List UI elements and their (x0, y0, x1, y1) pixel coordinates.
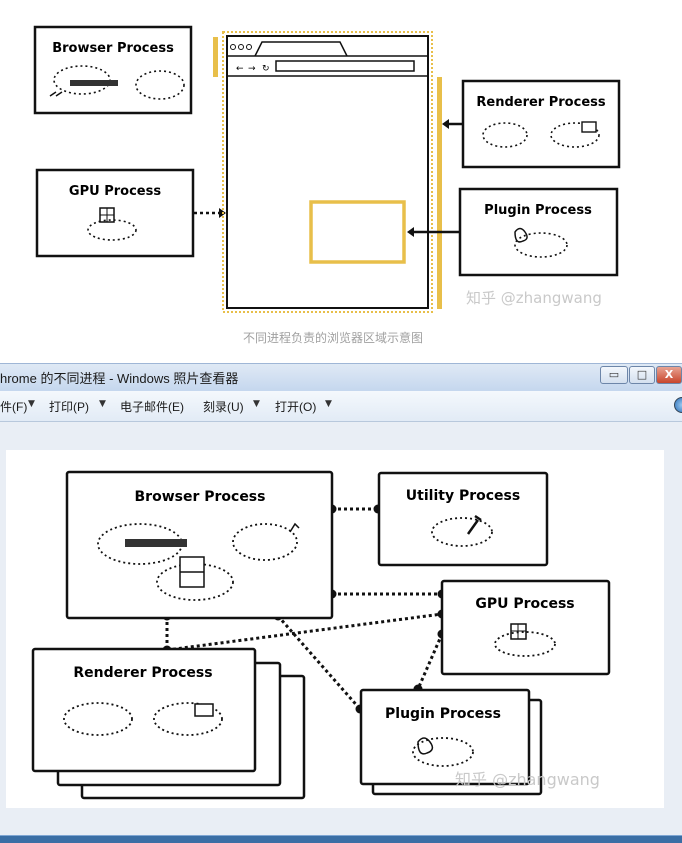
chevron-down-icon[interactable]: ▼ (28, 399, 35, 409)
toolbar-file-menu[interactable]: 件(F) (0, 400, 28, 414)
canvas-icon (194, 703, 214, 717)
chevron-down-icon[interactable]: ▼ (99, 399, 106, 409)
keyboard-icon (125, 539, 187, 547)
browser-process-box: Browser Process (33, 25, 193, 115)
renderer-arrow (442, 119, 449, 129)
help-icon[interactable] (674, 397, 682, 413)
viewer-toolbar: 件(F) ▼ 打印(P) ▼ 电子邮件(E) 刻录(U) ▼ 打开(O) ▼ (0, 391, 682, 422)
gpu-process-label: GPU Process (475, 596, 574, 612)
renderer-process-label: Renderer Process (73, 665, 212, 681)
minimize-button[interactable]: ▭ (600, 366, 628, 384)
browser-process-box: Browser Process (65, 470, 334, 620)
renderer-process-box: Renderer Process (461, 79, 621, 169)
top-diagram: Browser Process GPU Process ← → ↻ (22, 8, 646, 355)
browser-process-label: Browser Process (135, 489, 266, 505)
reload-icon: ↻ (262, 64, 270, 74)
plugin-process-box: Plugin Process (458, 187, 619, 277)
browser-window-mockup: ← → ↻ (222, 31, 433, 313)
watermark: 知乎 @zhangwang (466, 289, 602, 307)
renderer-area-bar (437, 77, 442, 309)
renderer-process-stack: Renderer Process (31, 647, 306, 800)
browser-area-bar (213, 37, 218, 77)
antenna-icon (289, 522, 300, 533)
close-button[interactable]: X (656, 366, 682, 384)
wrench-icon (466, 514, 482, 535)
gpu-process-label: GPU Process (69, 184, 161, 199)
window-title: hrome 的不同进程 - Windows 照片查看器 (0, 371, 239, 386)
chevron-down-icon[interactable]: ▼ (325, 399, 332, 409)
chevron-down-icon[interactable]: ▼ (253, 399, 260, 409)
plugin-process-stack: Plugin Process (359, 688, 543, 796)
toolbar-open-menu[interactable]: 打开(O) (275, 400, 317, 414)
process-connections (165, 507, 444, 710)
back-icon: ← (236, 64, 244, 74)
watermark: 知乎 @zhangwang (455, 770, 600, 789)
toolbar-burn-menu[interactable]: 刻录(U) (203, 400, 244, 414)
toolbar-email-button[interactable]: 电子邮件(E) (120, 400, 184, 414)
plugin-area (309, 200, 406, 264)
window-bottom-edge (0, 835, 682, 843)
browser-process-label: Browser Process (52, 41, 174, 56)
renderer-process-label: Renderer Process (476, 95, 606, 110)
maximize-button[interactable]: □ (629, 366, 655, 384)
canvas-icon (581, 121, 597, 133)
tail-icon (49, 91, 63, 97)
plugin-process-label: Plugin Process (484, 203, 592, 218)
plugin-process-label: Plugin Process (385, 706, 501, 722)
gpu-process-box: GPU Process (35, 168, 195, 258)
toolbar-print-menu[interactable]: 打印(P) (49, 400, 89, 414)
utility-process-label: Utility Process (406, 488, 520, 504)
forward-icon: → (248, 64, 256, 74)
figure-caption: 不同进程负责的浏览器区域示意图 (242, 331, 423, 345)
gpu-process-box: GPU Process (440, 579, 611, 676)
bottom-diagram: Browser Process Utility Process GPU Proc… (6, 450, 664, 808)
window-titlebar[interactable]: hrome 的不同进程 - Windows 照片查看器 ▭ □ X (0, 363, 682, 392)
keyboard-icon (70, 80, 118, 86)
utility-process-box: Utility Process (377, 471, 549, 567)
plugin-arrow (407, 227, 414, 237)
address-bar (275, 60, 415, 72)
